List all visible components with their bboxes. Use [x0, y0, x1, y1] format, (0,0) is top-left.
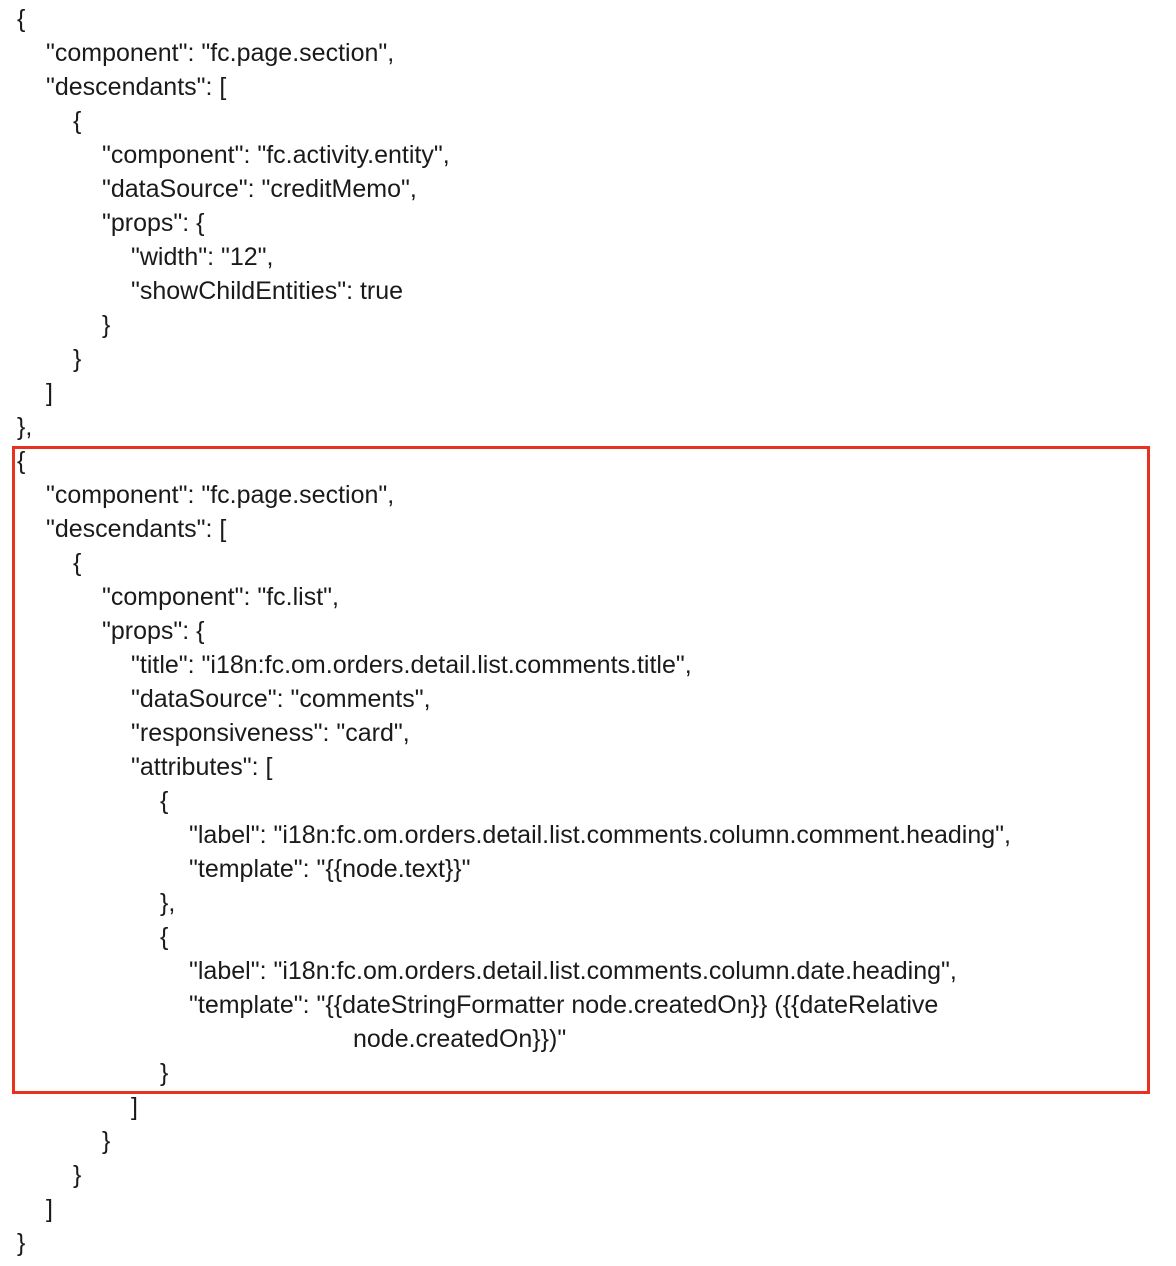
code-line: {	[160, 787, 169, 815]
code-line: "label": "i18n:fc.om.orders.detail.list.…	[189, 957, 957, 985]
code-line: {	[73, 107, 82, 135]
code-line: "attributes": [	[131, 753, 273, 781]
code-line: "props": {	[102, 209, 205, 237]
code-line: }	[102, 311, 111, 339]
code-line: "label": "i18n:fc.om.orders.detail.list.…	[189, 821, 1011, 849]
code-line: }	[73, 345, 82, 373]
code-line: {	[73, 549, 82, 577]
code-line: "width": "12",	[131, 243, 274, 271]
code-line: ]	[131, 1093, 138, 1121]
code-line: "template": "{{node.text}}"	[189, 855, 471, 883]
code-line: "template": "{{dateStringFormatter node.…	[189, 991, 939, 1019]
code-line: "dataSource": "comments",	[131, 685, 431, 713]
code-line: "component": "fc.list",	[102, 583, 339, 611]
code-line: "descendants": [	[46, 515, 227, 543]
code-line: "showChildEntities": true	[131, 277, 404, 305]
code-line: },	[160, 889, 176, 917]
code-line: "component": "fc.activity.entity",	[102, 141, 450, 169]
code-line: ]	[46, 1195, 53, 1223]
code-line: "component": "fc.page.section",	[46, 481, 395, 509]
code-line: "title": "i18n:fc.om.orders.detail.list.…	[131, 651, 692, 679]
code-line: },	[17, 413, 33, 441]
code-line: "descendants": [	[46, 73, 227, 101]
code-line: ]	[46, 379, 53, 407]
code-line: "dataSource": "creditMemo",	[102, 175, 417, 203]
code-line: }	[102, 1127, 111, 1155]
code-line: }	[17, 1229, 26, 1257]
code-line: {	[17, 447, 26, 475]
code-line: {	[160, 923, 169, 951]
code-line: {	[17, 5, 26, 33]
code-line: }	[160, 1059, 169, 1087]
code-line: }	[73, 1161, 82, 1189]
code-line: node.createdOn}})"	[353, 1025, 567, 1053]
code-line: "component": "fc.page.section",	[46, 39, 395, 67]
code-line: "props": {	[102, 617, 205, 645]
code-line: "responsiveness": "card",	[131, 719, 410, 747]
